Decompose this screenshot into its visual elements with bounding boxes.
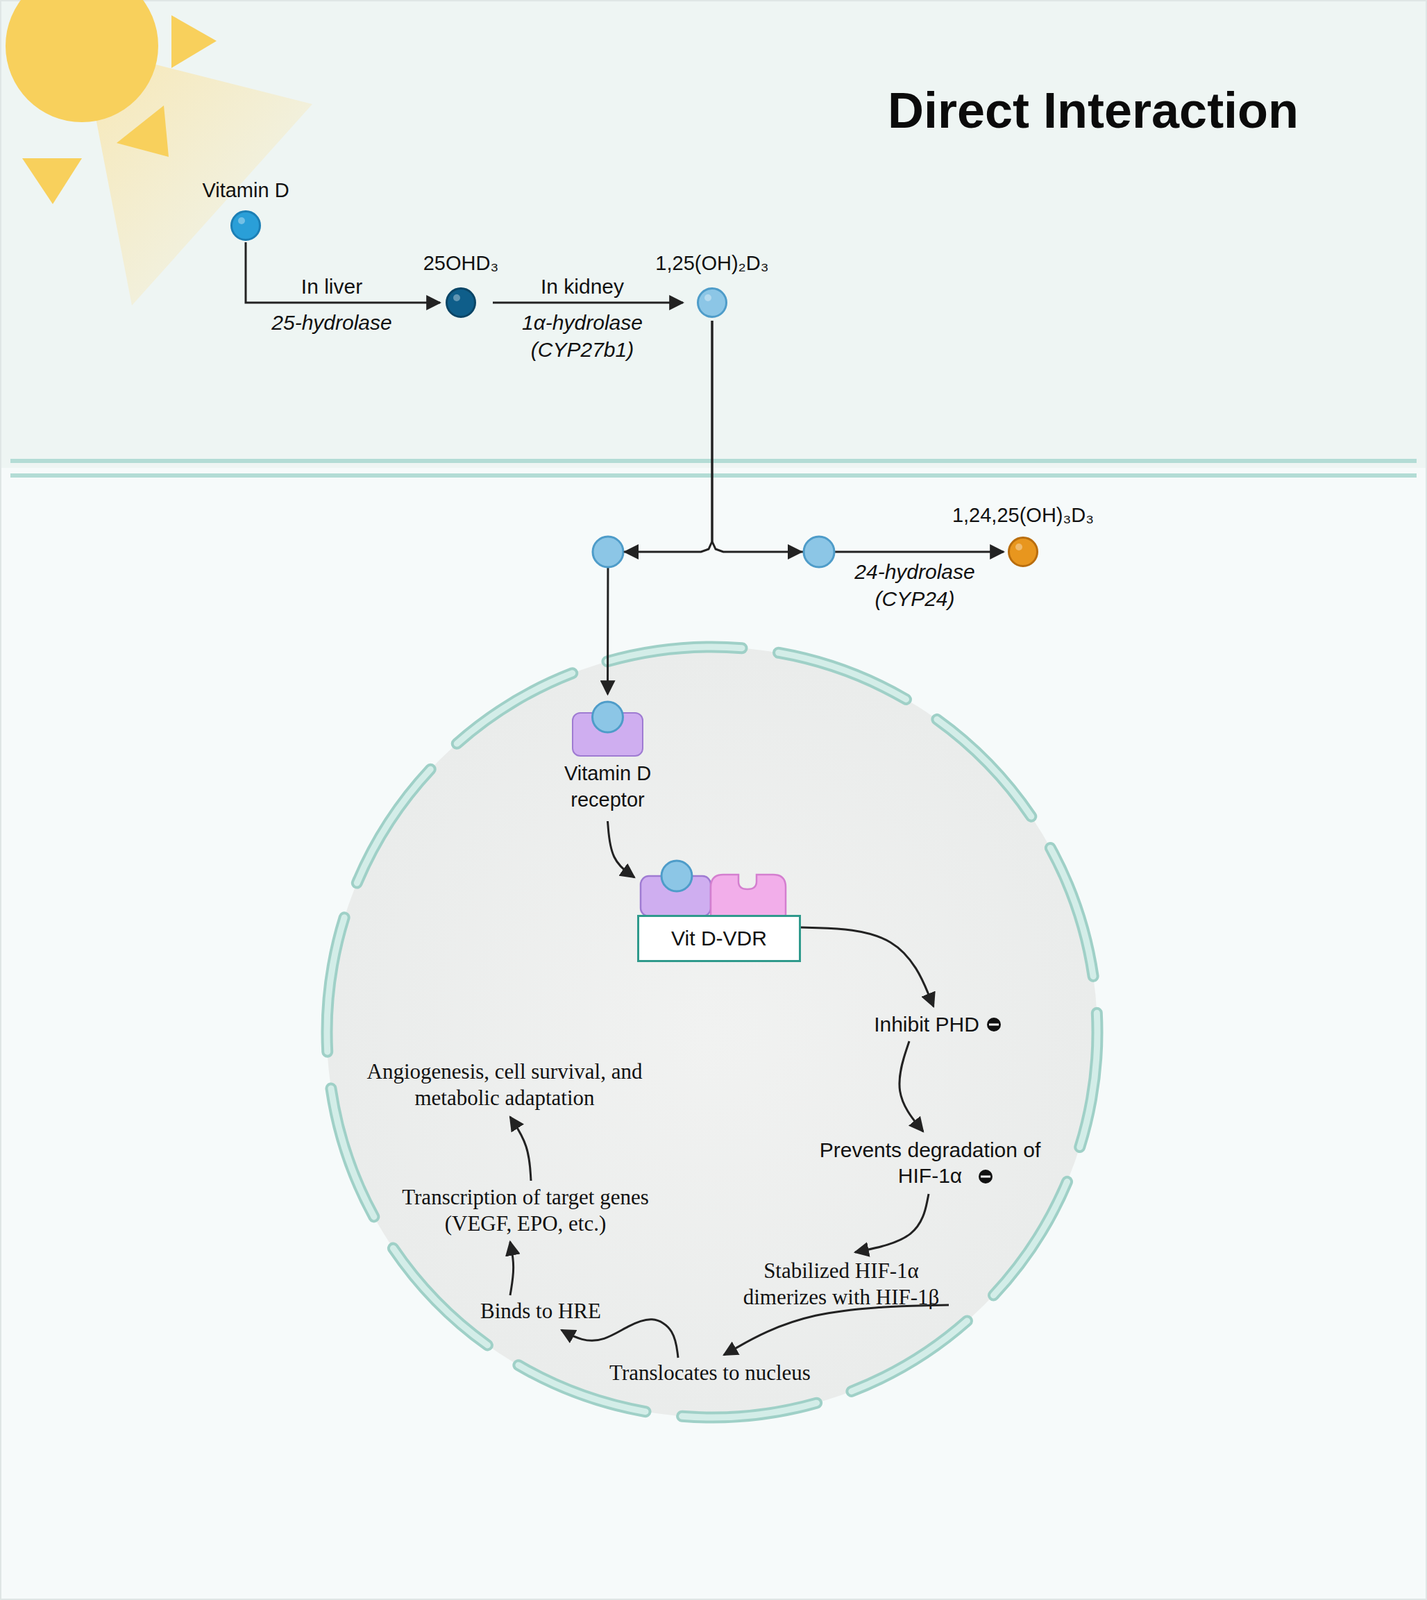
flow-arrow: [855, 1193, 929, 1253]
sun-ray: [116, 105, 169, 157]
step-text: Transcription of target genes (VEGF, EPO…: [376, 1184, 675, 1237]
diagram-title: Direct Interaction: [887, 81, 1299, 139]
molecule-highlight: [1015, 543, 1023, 551]
metabolite-molecule: 25OHD₃: [445, 287, 477, 318]
molecule-label: 25OHD₃: [423, 252, 500, 275]
flow-arrow: [712, 320, 1004, 552]
flow-arrow: [608, 320, 713, 695]
inhibition-symbol-bar: [980, 1175, 991, 1178]
enzyme-label: 1α-hydrolase (CYP27b1): [505, 308, 659, 363]
edge-label: In kidney: [512, 272, 652, 300]
nuclear-envelope-inner: [265, 585, 1159, 1479]
molecule-circle: [698, 288, 727, 318]
molecule-shape: [1007, 536, 1039, 568]
edge-label: 24-hydrolase (CYP24): [840, 558, 990, 613]
step-text: Inhibit PHD: [860, 1011, 993, 1038]
receptor-ligand: [571, 712, 644, 757]
molecule-shape: [230, 210, 261, 241]
arrow-head: [623, 544, 639, 560]
molecule-circle: [231, 211, 261, 241]
flow-arrow: [723, 1304, 949, 1355]
sun-disc: [5, 0, 159, 123]
inhibition-symbol-bar: [989, 1023, 999, 1026]
flow-arrow: [245, 242, 441, 303]
ligand-molecule: [592, 701, 623, 733]
molecule-highlight: [704, 294, 712, 302]
process-step: Prevents degradation of HIF-1α: [812, 1135, 1049, 1192]
enzyme-label: 25-hydrolase: [248, 308, 416, 336]
flow-arrow: [510, 1241, 514, 1296]
partner-subunit: [710, 874, 786, 917]
flow-arrow: [510, 1116, 531, 1181]
complex-box: Vit D-VDR: [637, 914, 801, 962]
outcome-step: Angiogenesis, cell survival, and metabol…: [362, 1058, 647, 1112]
molecule-circle: [446, 288, 476, 318]
inhibition-symbol: [978, 1169, 993, 1184]
process-step: Translocates to nucleus: [589, 1358, 831, 1387]
arrow-head: [787, 544, 804, 560]
sun-ray: [22, 158, 82, 205]
process-step: Transcription of target genes (VEGF, EPO…: [376, 1183, 675, 1238]
process-step: Inhibit PHD: [860, 1010, 993, 1039]
vitamin-d-molecule: Vitamin D: [230, 210, 261, 241]
molecule-label: Vitamin D: [201, 179, 289, 202]
molecule-highlight: [453, 294, 461, 302]
step-text: Translocates to nucleus: [589, 1359, 831, 1387]
step-text: Stabilized HIF-1α dimerizes with HIF-1β: [719, 1257, 963, 1311]
membrane-line: [10, 458, 1417, 463]
molecule-shape: [445, 287, 477, 318]
flow-arrow: [561, 1319, 679, 1358]
molecule-circle: [1009, 537, 1038, 567]
process-step: Stabilized HIF-1α dimerizes with HIF-1β: [719, 1256, 963, 1312]
flow-arrow: [899, 1041, 924, 1132]
molecule-shape: [696, 287, 728, 318]
molecule-label: 1,25(OH)₂D₃: [655, 252, 769, 275]
step-text: Binds to HRE: [474, 1297, 607, 1325]
sun-ray: [171, 15, 217, 69]
step-text: Prevents degradation of HIF-1α: [812, 1137, 1049, 1189]
process-step: Binds to HRE: [474, 1297, 607, 1325]
ligand-molecule: [803, 536, 835, 568]
molecule-highlight: [238, 217, 246, 225]
inhibition-symbol: [986, 1017, 1001, 1032]
step-text: Angiogenesis, cell survival, and metabol…: [362, 1058, 647, 1112]
membrane-line: [10, 473, 1417, 478]
receptor-protein: Vitamin D receptor: [571, 712, 644, 757]
receptor-label: Vitamin D receptor: [549, 760, 667, 813]
flow-arrow: [608, 821, 636, 878]
step-text: Vit D-VDR: [639, 925, 799, 952]
molecule-label: 1,24,25(OH)₃D₃: [952, 504, 1094, 527]
active-metabolite: 1,25(OH)₂D₃: [696, 287, 728, 318]
ligand-molecule: [661, 860, 692, 892]
flow-arrow: [492, 301, 683, 305]
flow-arrow: [800, 927, 934, 1007]
inactive-metabolite: 1,24,25(OH)₃D₃: [1007, 536, 1039, 568]
extracellular-region: [1, 1, 1426, 468]
nuclear-envelope: [265, 585, 1159, 1479]
edge-label: In liver: [262, 272, 402, 300]
ligand-molecule: [592, 536, 624, 568]
